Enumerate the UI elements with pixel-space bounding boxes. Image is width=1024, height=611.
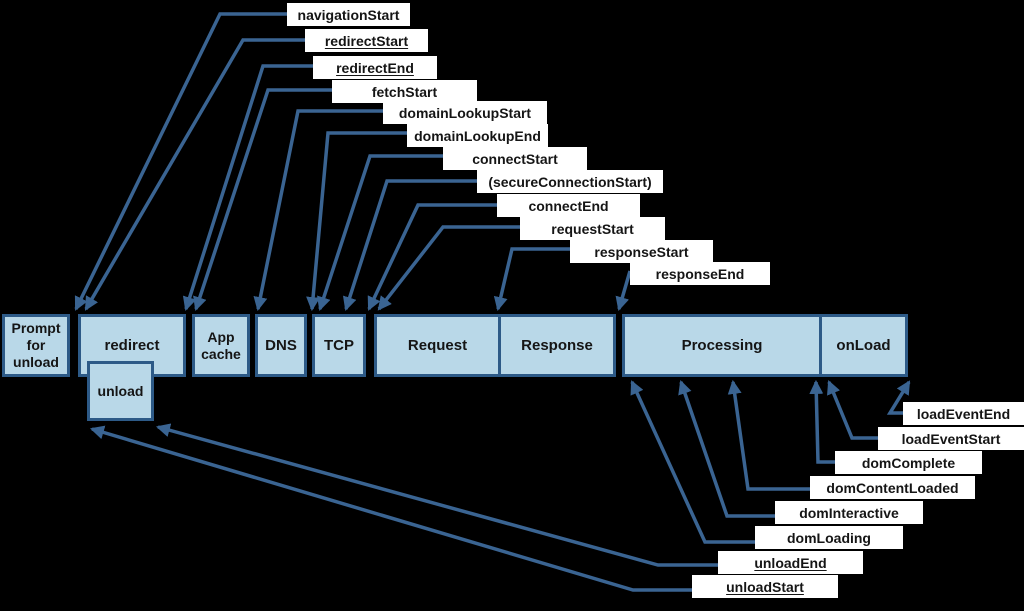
- event-label-fetchStart: fetchStart: [332, 80, 477, 103]
- timeline-box-processing: Processing: [622, 314, 822, 377]
- connector-navigationStart: [74, 12, 287, 311]
- connector-domContentLoaded: [727, 379, 810, 491]
- timeline-box-label: onLoad: [836, 337, 891, 354]
- connector-domainLookupStart: [253, 109, 383, 312]
- timeline-box-label: for: [26, 337, 46, 353]
- event-label-connectEnd: connectEnd: [497, 194, 640, 217]
- connector-connectStart: [317, 154, 443, 311]
- timeline-box-dns: DNS: [255, 314, 307, 377]
- event-label-unloadEnd: unloadEnd: [718, 551, 863, 574]
- connector-responseStart: [493, 247, 570, 312]
- timeline-box-label: Response: [521, 337, 593, 354]
- event-label-domainLookupStart: domainLookupStart: [383, 101, 547, 124]
- connector-unloadStart: [89, 425, 692, 592]
- timeline-box-request: Request: [374, 314, 501, 377]
- event-label-secureConnectionStart: (secureConnectionStart): [477, 170, 663, 193]
- connector-connectEnd: [367, 203, 497, 311]
- connector-unloadEnd: [155, 423, 718, 567]
- connector-group: [74, 12, 911, 592]
- event-label-connectStart: connectStart: [443, 147, 587, 170]
- timeline-box-unload: unload: [87, 361, 154, 421]
- timeline-box-label: TCP: [324, 337, 354, 354]
- connector-requestStart: [377, 225, 520, 311]
- event-label-domContentLoaded: domContentLoaded: [810, 476, 975, 499]
- connector-redirectStart: [84, 38, 305, 311]
- event-label-domainLookupEnd: domainLookupEnd: [407, 124, 548, 147]
- event-label-domComplete: domComplete: [835, 451, 982, 474]
- connector-redirectEnd: [182, 64, 313, 312]
- event-label-requestStart: requestStart: [520, 217, 665, 240]
- connector-domainLookupEnd: [306, 131, 407, 312]
- connector-domLoading: [630, 380, 755, 544]
- connector-secureConnectionStart: [342, 179, 477, 311]
- event-label-domInteractive: domInteractive: [775, 501, 923, 524]
- timeline-box-label: Processing: [681, 337, 763, 354]
- timeline-box-label: cache: [201, 345, 241, 362]
- timeline-box-label: Request: [407, 337, 468, 354]
- timeline-box-label: DNS: [265, 337, 297, 354]
- connector-responseEnd: [615, 270, 632, 312]
- event-label-loadEventStart: loadEventStart: [878, 427, 1024, 450]
- event-label-redirectEnd: redirectEnd: [313, 56, 437, 79]
- connector-domInteractive: [678, 380, 775, 518]
- timeline-box-onload: onLoad: [819, 314, 908, 377]
- connector-fetchStart: [193, 88, 332, 311]
- timeline-box-response: Response: [498, 314, 616, 377]
- timeline-box-label: unload: [13, 354, 59, 370]
- timeline-box-label: redirect: [104, 337, 160, 354]
- event-label-redirectStart: redirectStart: [305, 29, 428, 52]
- event-label-domLoading: domLoading: [755, 526, 903, 549]
- timeline-box-label: App: [207, 328, 235, 345]
- event-label-unloadStart: unloadStart: [692, 575, 838, 598]
- connector-domComplete: [809, 379, 835, 464]
- timeline-box-label: unload: [97, 382, 144, 399]
- timeline-box-label: Prompt: [11, 320, 61, 336]
- event-label-responseEnd: responseEnd: [630, 262, 770, 285]
- timeline-box-tcp: TCP: [312, 314, 366, 377]
- event-label-loadEventEnd: loadEventEnd: [903, 402, 1024, 425]
- event-label-responseStart: responseStart: [570, 240, 713, 263]
- event-label-navigationStart: navigationStart: [287, 3, 410, 26]
- connector-loadEventEnd: [886, 380, 911, 415]
- connector-loadEventStart: [827, 380, 878, 440]
